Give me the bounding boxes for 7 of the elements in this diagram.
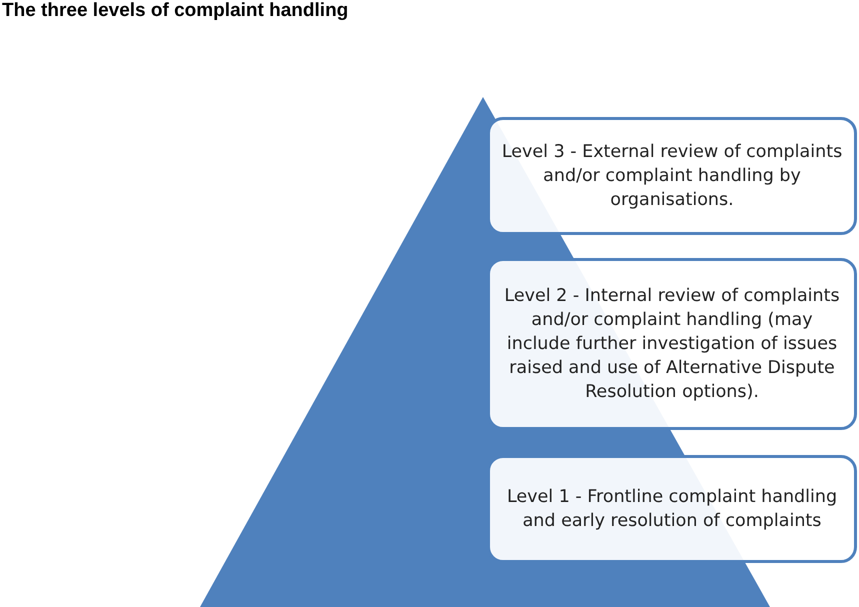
title: The three levels of complaint handling <box>2 0 348 22</box>
level-description: Level 2 - Internal review of complaints and/or complaint handling (may include further investigation of issues raised and use of Alternative Dispute Resolution options). <box>503 285 841 404</box>
level-description: Level 1 - Frontline complaint handling and early resolution of complaints <box>506 486 838 533</box>
level-box <box>487 117 857 235</box>
level-box <box>487 258 857 430</box>
level-description: Level 3 - External review of complaints and/or complaint handling by organisations. <box>500 141 844 212</box>
level-box <box>487 455 857 563</box>
